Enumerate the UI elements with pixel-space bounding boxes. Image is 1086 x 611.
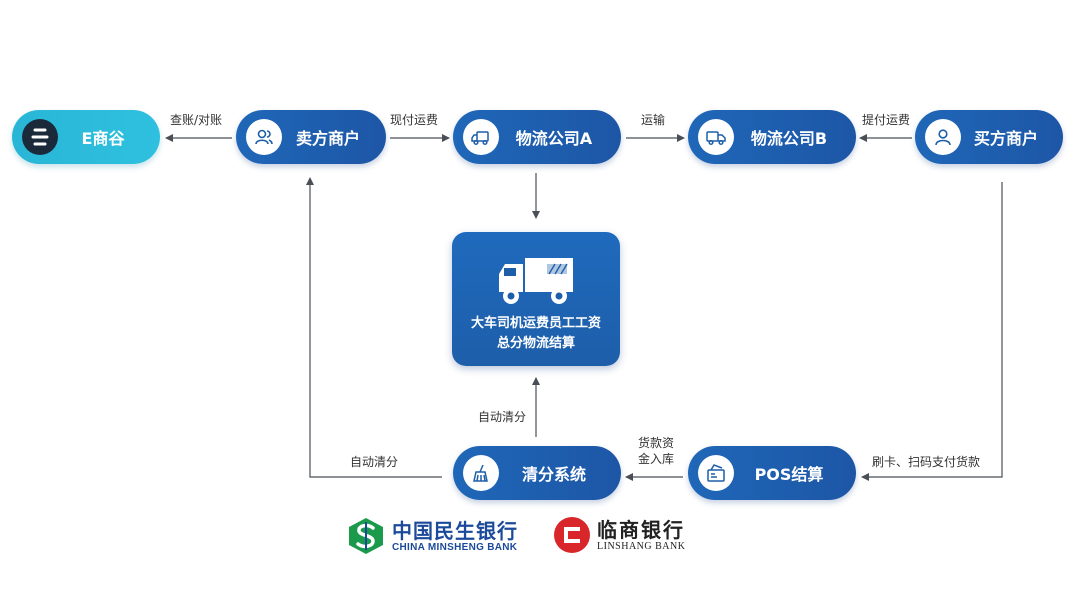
label-transport: 运输 [641,113,666,127]
label-pay-freight: 现付运费 [390,113,439,127]
logistics-b-label: 物流公司B [750,129,828,148]
logistics-b-node[interactable]: 物流公司B [688,110,856,164]
user-icon [246,119,282,155]
minsheng-emblem-icon [349,518,383,554]
label-auto-clear-left: 自动清分 [350,455,399,469]
pos-label: POS结算 [754,465,824,484]
arrow-clearing-to-seller [306,177,442,478]
logistics-a-node[interactable]: 物流公司A [453,110,621,164]
pos-terminal-icon [698,455,734,491]
label-pickup-pay: 提付运费 [862,113,911,127]
label-card-pay: 刷卡、扫码支付货款 [872,455,981,469]
clearing-node[interactable]: 清分系统 [453,446,621,500]
linshang-cn-name: 临商银行 [597,517,685,542]
truck-icon [463,119,499,155]
eshop-logo-icon [22,119,58,155]
clearing-label: 清分系统 [521,465,586,484]
delivery-truck-icon [698,119,734,155]
label-check: 查账/对账 [170,113,223,127]
linshang-en-name: LINSHANG BANK [597,540,686,552]
linshang-bank-logo: 临商银行 LINSHANG BANK [553,516,685,554]
center-settlement-box[interactable]: 大车司机运费员工工资 总分物流结算 [452,232,620,366]
arrow-buyer-to-pos [861,182,1003,481]
center-title-line2: 总分物流结算 [496,336,575,351]
minsheng-cn-name: 中国民生银行 [392,518,518,543]
minsheng-bank-logo: 中国民生银行 CHINA MINSHENG BANK [346,516,518,556]
person-icon [925,119,961,155]
buyer-label: 买方商户 [973,129,1038,148]
label-deposit-line1: 货款资 [638,436,675,450]
minsheng-en-name: CHINA MINSHENG BANK [392,541,518,553]
seller-label: 卖方商户 [295,129,360,148]
logistics-a-label: 物流公司A [515,129,593,148]
seller-node[interactable]: 卖方商户 [236,110,386,164]
eshop-label: E商谷 [81,129,125,148]
label-auto-clear-up: 自动清分 [478,410,527,424]
linshang-emblem-icon [554,517,590,553]
pos-node[interactable]: POS结算 [688,446,856,500]
broom-icon [463,455,499,491]
label-deposit-line2: 金入库 [638,452,675,466]
buyer-node[interactable]: 买方商户 [915,110,1063,164]
big-truck-icon [452,252,620,310]
center-title-line1: 大车司机运费员工工资 [470,316,601,331]
eshop-node[interactable]: E商谷 [12,110,160,164]
